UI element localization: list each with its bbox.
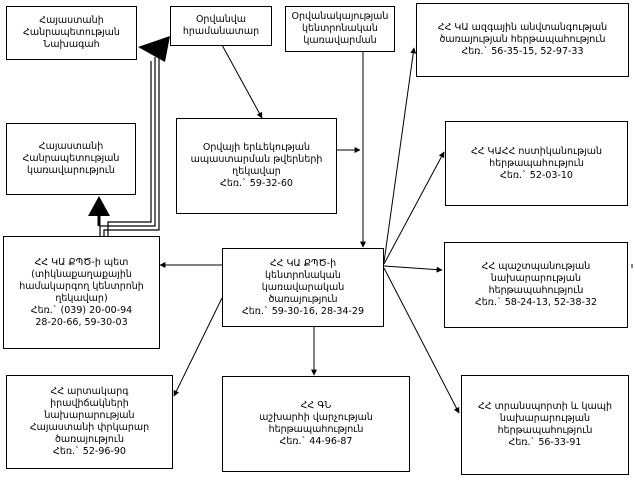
box-police-duty-label: ՀՀ ԿԱՀՀ ոստիկանության հերթապահություն Հե… bbox=[470, 145, 603, 181]
box-national-security-label: ՀՀ ԿԱ ազգային անվտանգության ծառայության … bbox=[437, 22, 608, 57]
box-central-manager-label: Օրվանակայության կենտրոնական կառավարման bbox=[291, 11, 389, 46]
arrow-to-defense bbox=[383, 265, 443, 273]
arrow-to-national-security bbox=[383, 47, 417, 263]
box-health-duty: ՀՀ ԳՆ աշխարհի վարչության հերթապահություն… bbox=[222, 376, 410, 472]
box-defense-duty-label: ՀՀ պաշտպանության նախարարության հերթապահո… bbox=[474, 261, 598, 308]
box-emergency-manager: Օրվանվա հրամանատար bbox=[170, 6, 272, 46]
arrowhead-to-president bbox=[138, 36, 170, 62]
box-central-service: ՀՀ ԿԱ ՔՊԾ-ի կենտրոնական կառավարական ծառա… bbox=[222, 248, 384, 327]
arrow-to-rescue bbox=[173, 297, 223, 397]
box-central-manager: Օրվանակայության կենտրոնական կառավարման bbox=[285, 6, 395, 52]
box-operative-group-label: Օրվայի երևեկության ապաստարման թվերների ղ… bbox=[190, 142, 323, 189]
box-health-duty-label: ՀՀ ԳՆ աշխարհի վարչության հերթապահություն… bbox=[259, 400, 373, 447]
arrow-manager-to-operative bbox=[221, 44, 263, 119]
box-regional-center: ՀՀ ԿԱ ՔՊԾ-ի պետ (տիկնաքաղաքային համակարգ… bbox=[3, 236, 160, 349]
box-transport-ministry-label: ՀՀ արտակարգ իրավիճակների նախարարության Հ… bbox=[29, 386, 150, 457]
box-operative-group: Օրվայի երևեկության ապաստարման թվերների ղ… bbox=[176, 118, 337, 214]
arrowhead-to-government bbox=[88, 196, 110, 216]
box-transport-duty-label: ՀՀ տրանսպորտի և կապի նախարարության հերթա… bbox=[477, 401, 613, 448]
arrow-to-transport bbox=[383, 267, 460, 414]
box-transport-duty: ՀՀ տրանսպորտի և կապի նախարարության հերթա… bbox=[461, 375, 629, 475]
box-defense-duty: ՀՀ պաշտպանության նախարարության հերթապահո… bbox=[444, 242, 628, 328]
box-emergency-manager-label: Օրվանվա հրամանատար bbox=[182, 14, 260, 37]
box-government-staff-label: Հայաստանի Հանրապետության կառավարություն bbox=[22, 141, 120, 176]
box-police-duty: ՀՀ ԿԱՀՀ ոստիկանության հերթապահություն Հե… bbox=[445, 121, 628, 206]
box-regional-center-label: ՀՀ ԿԱ ՔՊԾ-ի պետ (տիկնաքաղաքային համակարգ… bbox=[19, 256, 144, 328]
box-government-staff: Հայաստանի Հանրապետության կառավարություն bbox=[6, 123, 136, 195]
box-national-security: ՀՀ ԿԱ ազգային անվտանգության ծառայության … bbox=[416, 3, 629, 77]
reporting-line bbox=[88, 36, 170, 236]
box-president-office: Հայաստանի Հանրապետության Նախագահ bbox=[6, 6, 137, 60]
box-central-service-label: ՀՀ ԿԱ ՔՊԾ-ի կենտրոնական կառավարական ծառա… bbox=[241, 257, 365, 317]
arrow-to-police bbox=[383, 151, 445, 265]
box-transport-ministry: ՀՀ արտակարգ իրավիճակների նախարարության Հ… bbox=[6, 375, 173, 469]
box-president-office-label: Հայաստանի Հանրապետության Նախագահ bbox=[23, 15, 120, 50]
